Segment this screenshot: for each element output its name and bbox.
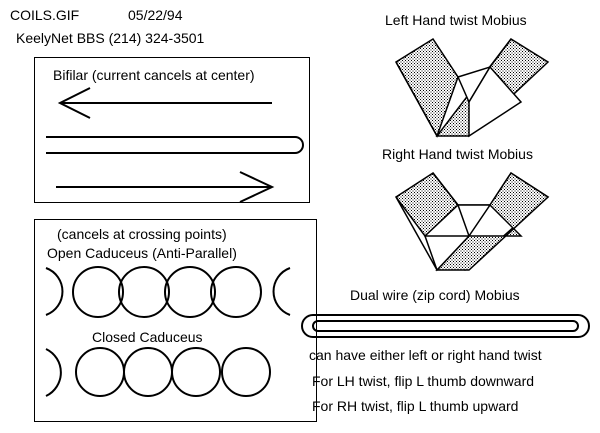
- mobius-note-2: For LH twist, flip L thumb downward: [312, 373, 535, 389]
- bbs-contact: KeelyNet BBS (214) 324-3501: [16, 30, 205, 46]
- closed-caduceus-title: Closed Caduceus: [92, 329, 203, 345]
- closed-caduceus-coils: [45, 347, 271, 397]
- mobius-note-1: can have either left or right hand twist: [309, 347, 542, 363]
- dual-wire-mobius-title: Dual wire (zip cord) Mobius: [350, 287, 520, 303]
- open-caduceus-title: Open Caduceus (Anti-Parallel): [47, 245, 237, 261]
- bifilar-box: [34, 57, 310, 203]
- caduceus-note: (cancels at crossing points): [57, 226, 227, 242]
- file-name: COILS.GIF: [10, 7, 80, 23]
- bifilar-left-arrow: [57, 87, 272, 119]
- mobius-note-3: For RH twist, flip L thumb upward: [312, 398, 519, 414]
- right-hand-mobius: [394, 171, 550, 272]
- bifilar-right-arrow: [56, 171, 275, 203]
- bifilar-title: Bifilar (current cancels at center): [53, 67, 255, 83]
- file-date: 05/22/94: [128, 7, 183, 23]
- left-hand-mobius: [394, 37, 550, 138]
- right-hand-mobius-title: Right Hand twist Mobius: [382, 146, 533, 162]
- bifilar-folded-wire: [46, 136, 304, 154]
- open-caduceus-coils: [45, 266, 291, 318]
- dual-wire-mobius: [301, 314, 590, 338]
- left-hand-mobius-title: Left Hand twist Mobius: [385, 12, 527, 28]
